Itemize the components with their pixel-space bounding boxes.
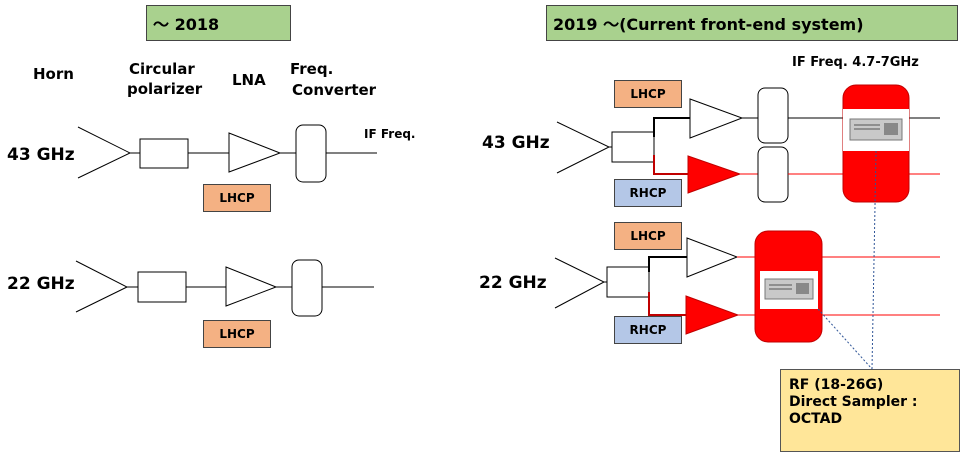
legacy-43ghz-chain <box>77 124 377 183</box>
freq-converter-rhcp-box <box>757 146 789 203</box>
legacy-22ghz-chain <box>75 259 374 317</box>
current-era-header: 2019 ～(Current front-end system) <box>546 5 958 41</box>
freq-converter-lhcp-box <box>757 87 789 144</box>
current-43ghz-chain <box>556 84 940 203</box>
band-label-43ghz: 43 GHz <box>482 133 550 153</box>
polarizer-box <box>611 131 655 163</box>
callout-connector <box>817 308 873 370</box>
pol-badge-lhcp: LHCP <box>203 184 271 212</box>
col-label-converter-line2: Converter <box>292 81 377 99</box>
freq-converter-box <box>291 259 323 317</box>
if-freq-range-label: IF Freq. 4.7-7GHz <box>792 55 919 70</box>
col-label-converter-line1: Freq. <box>290 60 334 78</box>
band-label-43ghz: 43 GHz <box>7 145 75 165</box>
freq-converter-box <box>295 124 327 183</box>
legacy-era-header: ～ 2018 <box>146 5 291 41</box>
horn-icon <box>556 121 611 174</box>
lna-rhcp-icon <box>685 295 740 335</box>
callout-line: RF (18-26G) <box>789 377 884 393</box>
polarizer-box <box>606 266 650 298</box>
pol-badge-lhcp: LHCP <box>203 320 271 348</box>
horn-icon <box>554 257 606 309</box>
current-22ghz-chain <box>554 230 940 343</box>
pol-badge-lhcp: LHCP <box>614 222 682 250</box>
callout-connector <box>871 150 877 370</box>
lna-amplifier-icon <box>228 132 282 173</box>
pol-badge-lhcp: LHCP <box>614 80 682 108</box>
output-label-if-freq: IF Freq. <box>364 127 416 141</box>
lna-amplifier-icon <box>225 266 278 307</box>
lna-lhcp-icon <box>689 98 744 139</box>
pol-badge-rhcp: RHCP <box>614 179 682 207</box>
col-label-polarizer-line1: Circular <box>129 60 195 78</box>
octad-callout-note: RF (18-26G) Direct Sampler : OCTAD <box>780 369 960 452</box>
band-label-22ghz: 22 GHz <box>479 273 547 293</box>
band-label-22ghz: 22 GHz <box>7 274 75 294</box>
pol-badge-rhcp: RHCP <box>614 316 682 344</box>
horn-icon <box>77 126 132 179</box>
col-label-lna: LNA <box>232 71 266 89</box>
horn-icon <box>75 260 129 313</box>
col-label-polarizer-line2: polarizer <box>127 80 203 98</box>
lna-rhcp-icon <box>687 155 742 194</box>
callout-line: OCTAD <box>789 410 843 427</box>
polarizer-box <box>137 271 187 303</box>
callout-line: Direct Sampler : <box>789 393 918 410</box>
lna-lhcp-icon <box>686 237 739 278</box>
polarizer-box <box>139 138 189 169</box>
col-label-horn: Horn <box>33 65 74 83</box>
